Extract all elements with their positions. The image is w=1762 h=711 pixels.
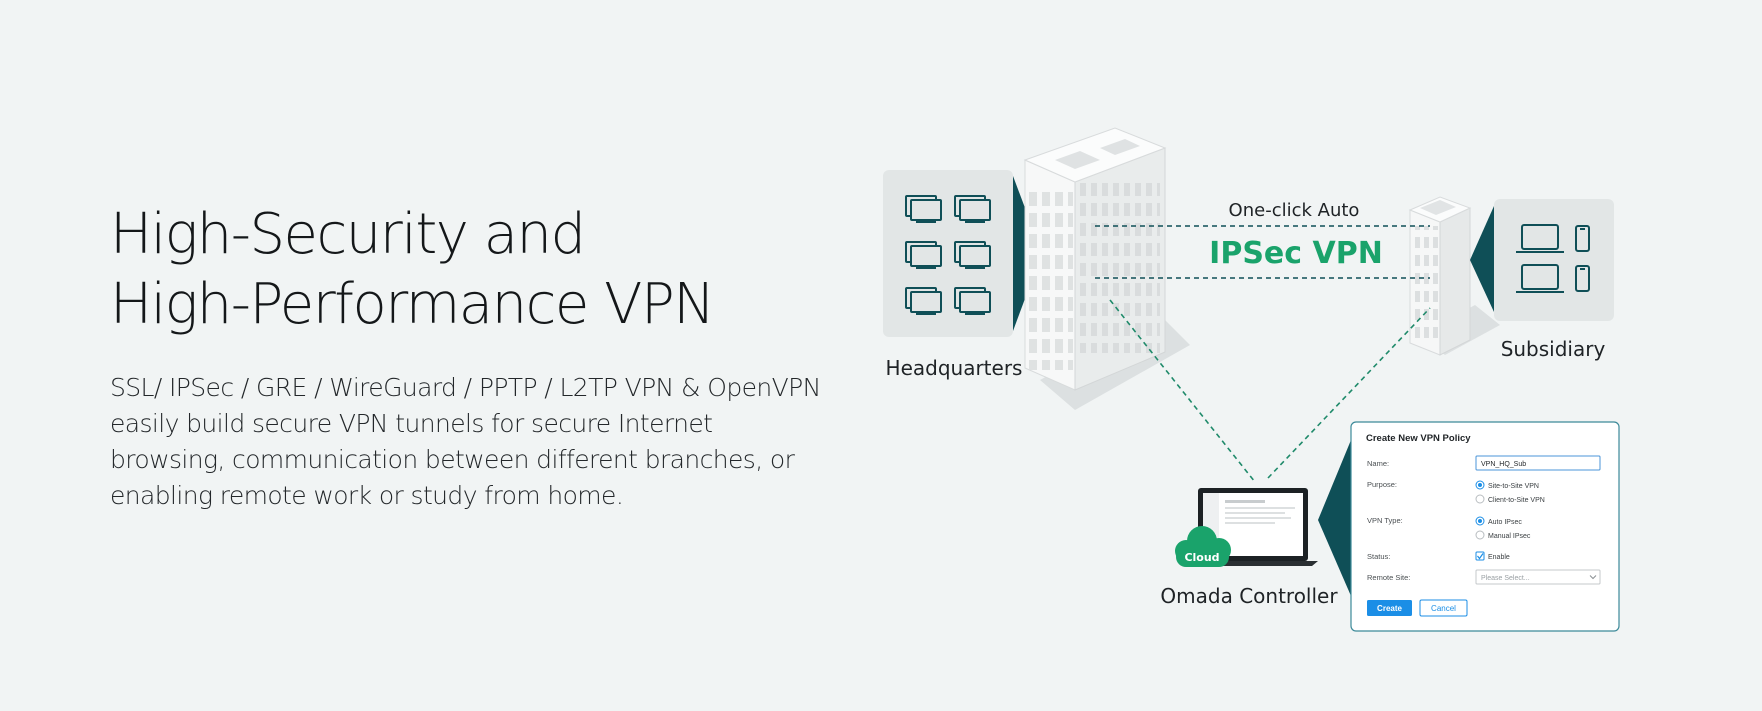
remote-site-label: Remote Site: xyxy=(1367,573,1410,582)
vpn-policy-form: Create New VPN Policy Name: VPN_HQ_Sub P… xyxy=(1318,421,1620,632)
sub-controller-link xyxy=(1267,307,1431,479)
name-label: Name: xyxy=(1367,459,1389,468)
form-connector-wedge xyxy=(1318,440,1351,596)
create-button-label: Create xyxy=(1377,604,1402,613)
purpose-option-2: Client-to-Site VPN xyxy=(1488,497,1545,504)
sub-panel-bg xyxy=(1494,199,1614,321)
remote-site-select[interactable]: Please Select... xyxy=(1475,569,1601,585)
vpn-type-option-1: Auto IPsec xyxy=(1488,519,1522,526)
monitor-icon xyxy=(905,287,942,315)
hq-panel-bg xyxy=(883,170,1013,337)
status-enable-checkbox[interactable]: Enable xyxy=(1475,551,1510,561)
radio-site-to-site[interactable]: Site-to-Site VPN xyxy=(1475,480,1539,490)
monitor-icon xyxy=(954,241,991,269)
headline-line-1: High-Security and xyxy=(110,202,586,267)
headline-line-2: High-Performance VPN xyxy=(110,272,715,337)
radio-client-to-site[interactable]: Client-to-Site VPN xyxy=(1475,494,1545,504)
radio-icon[interactable] xyxy=(1475,530,1485,540)
form-title: Create New VPN Policy xyxy=(1366,433,1471,444)
remote-site-placeholder: Please Select... xyxy=(1481,575,1530,582)
description-line-2: easily build secure VPN tunnels for secu… xyxy=(110,409,713,438)
form-card xyxy=(1350,421,1620,632)
status-label: Status: xyxy=(1367,552,1390,561)
sub-connector-wedge xyxy=(1470,206,1494,312)
name-input-value: VPN_HQ_Sub xyxy=(1481,461,1526,468)
radio-manual-ipsec[interactable]: Manual IPsec xyxy=(1475,530,1531,540)
laptop-icon xyxy=(1516,224,1564,253)
subsidiary-devices-panel xyxy=(1470,199,1614,321)
description-line-3: browsing, communication between differen… xyxy=(110,445,795,474)
description-line-4: enabling remote work or study from home. xyxy=(110,481,624,510)
hq-monitor-icons xyxy=(905,195,991,315)
controller-links xyxy=(1109,299,1431,483)
vpn-tunnel-lines xyxy=(1095,225,1430,279)
description-line-1: SSL/ IPSec / GRE / WireGuard / PPTP / L2… xyxy=(110,373,821,402)
building-icon xyxy=(1408,196,1500,356)
monitor-icon xyxy=(905,195,942,223)
phone-icon xyxy=(1575,265,1590,292)
cloud-icon: Cloud xyxy=(1175,526,1231,567)
phone-icon xyxy=(1575,225,1590,252)
tunnel-caption: One-click Auto xyxy=(1229,200,1360,221)
cancel-button-label: Cancel xyxy=(1431,604,1456,613)
headquarters-devices-panel xyxy=(883,170,1042,337)
subsidiary-label: Subsidiary xyxy=(1501,337,1606,361)
description: SSL/ IPSec / GRE / WireGuard / PPTP / L2… xyxy=(110,370,850,514)
cloud-badge-text: Cloud xyxy=(1184,551,1219,564)
laptop-icon xyxy=(1516,264,1564,293)
purpose-label: Purpose: xyxy=(1367,480,1397,489)
monitor-icon xyxy=(905,241,942,269)
monitor-icon xyxy=(954,195,991,223)
radio-auto-ipsec[interactable]: Auto IPsec xyxy=(1475,516,1522,526)
radio-icon[interactable] xyxy=(1475,494,1485,504)
tunnel-title: IPSec VPN xyxy=(1209,236,1383,271)
headline: High-Security and High-Performance VPN xyxy=(110,200,830,340)
headquarters-label: Headquarters xyxy=(886,356,1023,380)
purpose-option-1: Site-to-Site VPN xyxy=(1488,483,1539,490)
create-button[interactable]: Create xyxy=(1367,600,1412,616)
controller-label: Omada Controller xyxy=(1160,584,1338,608)
building-icon xyxy=(1023,127,1190,410)
status-option: Enable xyxy=(1488,554,1510,561)
vpn-type-label: VPN Type: xyxy=(1367,516,1403,525)
name-input[interactable] xyxy=(1475,455,1601,471)
monitor-icon xyxy=(954,287,991,315)
cancel-button[interactable]: Cancel xyxy=(1419,599,1468,617)
vpn-type-option-2: Manual IPsec xyxy=(1488,533,1531,540)
hq-controller-link xyxy=(1109,299,1256,483)
chevron-down-icon xyxy=(1589,575,1597,580)
